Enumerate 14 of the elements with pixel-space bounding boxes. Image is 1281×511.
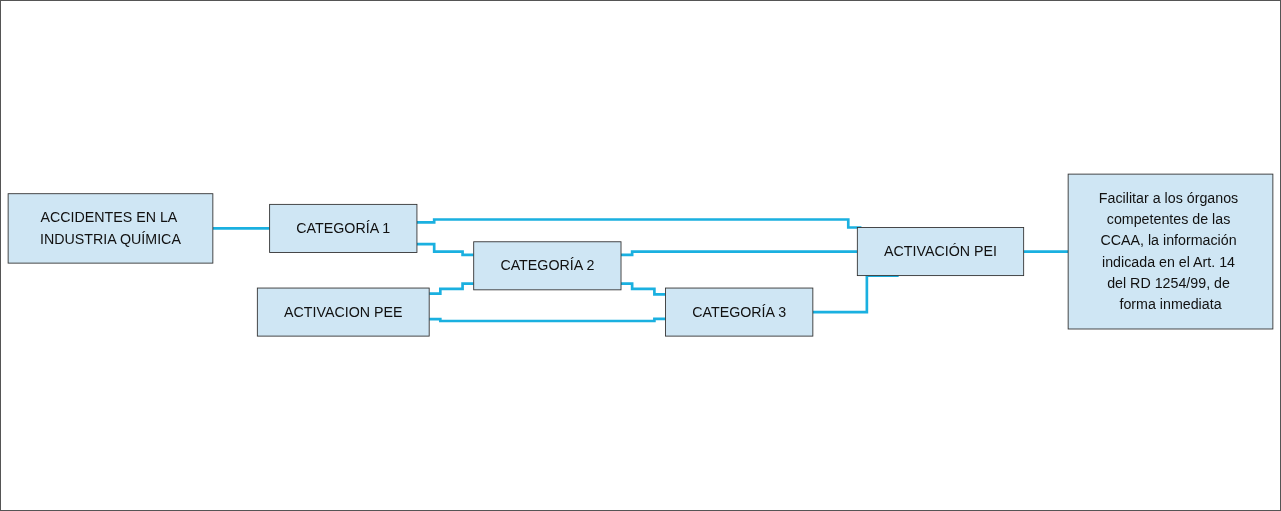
node-box: ACTIVACIÓN PEI: [856, 227, 1025, 277]
node-box: ACCIDENTES EN LA INDUSTRIA QUÍMICA: [7, 193, 214, 264]
connector: [621, 250, 858, 257]
connector: [416, 243, 474, 257]
node-box: CATEGORÍA 3: [665, 287, 814, 337]
node-box: CATEGORÍA 2: [473, 241, 622, 291]
node-box: CATEGORÍA 1: [269, 204, 418, 254]
connector: [1023, 250, 1069, 254]
connector: [429, 282, 474, 296]
connector: [621, 282, 666, 296]
node-box: ACTIVACION PEE: [256, 287, 430, 337]
connector: [429, 317, 666, 323]
connector: [212, 227, 270, 231]
node-box: Facilitar a los órganos competentes de las CCAA, la información indicada en el Art. 14 del RD 1254/99, de forma inmediata: [1067, 174, 1274, 330]
